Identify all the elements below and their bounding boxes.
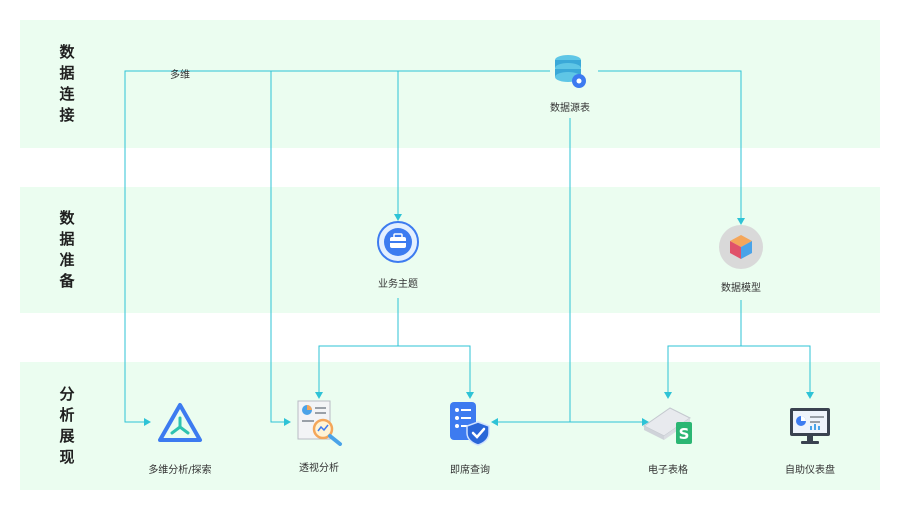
briefcase-icon — [377, 221, 419, 263]
edge-topic-branch — [315, 298, 399, 399]
edge-model-to-dashboard — [741, 345, 814, 399]
database-gear-icon — [555, 55, 586, 88]
band-label-analyze: 分析展现 — [59, 385, 75, 466]
band-label-prepare: 数据准备 — [59, 209, 75, 290]
node-label-data-model: 数据模型 — [721, 283, 761, 294]
node-label-business-topic: 业务主题 — [378, 279, 418, 290]
node-label-dashboard: 自助仪表盘 — [785, 465, 835, 476]
node-label-pivot: 透视分析 — [299, 463, 339, 474]
list-shield-icon — [450, 402, 490, 446]
edge-source-to-pivot — [270, 71, 291, 426]
monitor-dashboard-icon — [790, 408, 830, 444]
spreadsheet-s-icon: S — [643, 407, 692, 444]
node-label-datasource: 数据源表 — [550, 103, 590, 114]
node-label-multidim: 多维分析/探索 — [148, 465, 212, 476]
edge-topic-to-adhoc — [398, 345, 474, 399]
chart-magnifier-icon — [297, 400, 342, 446]
cube-icon — [719, 225, 763, 269]
band-data-connect — [20, 20, 880, 148]
svg-text:S: S — [679, 425, 690, 443]
edge-source-to-multidim — [124, 70, 550, 426]
edge-source-to-spreadsheet — [569, 118, 649, 426]
node-label-spreadsheet: 电子表格 — [648, 465, 688, 476]
edge-model-branch — [664, 300, 742, 399]
edge-label-multidim: 多维 — [170, 70, 190, 81]
node-label-adhoc: 即席查询 — [450, 465, 490, 476]
band-label-connect: 数据连接 — [59, 43, 75, 124]
edge-source-to-model — [598, 70, 745, 225]
triangle-tri-icon — [158, 403, 202, 442]
